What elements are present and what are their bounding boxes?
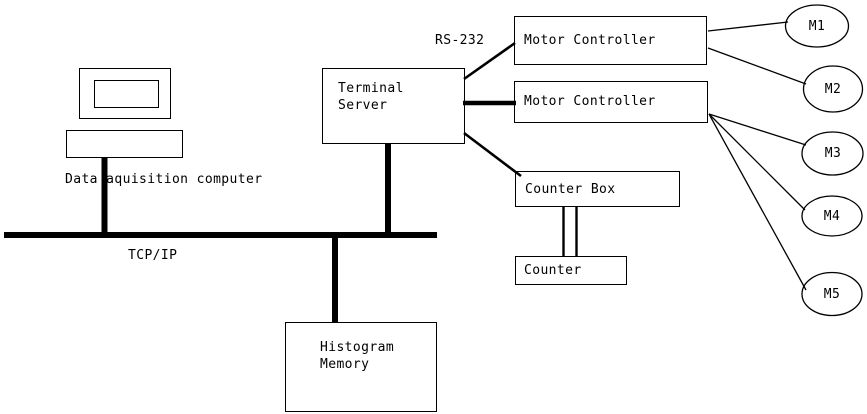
motor-controller-2-to-m3-link [708, 113, 807, 146]
monitor-case [79, 68, 171, 119]
terminal-server-to-counter-box-link [463, 131, 522, 178]
motor-controller-2-label: Motor Controller [524, 94, 656, 109]
motor-m1-label: M1 [808, 19, 826, 34]
keyboard [66, 130, 183, 158]
histogram-memory-label-line1: Histogram [320, 340, 395, 355]
terminal-server-label-line1: Terminal [338, 81, 404, 96]
motor-m5-ellipse [801, 271, 863, 317]
motor-controller-2-box [514, 81, 708, 123]
motor-m1-ellipse [784, 4, 850, 48]
histogram-memory-label-line2: Memory [320, 357, 370, 372]
motor-controller-1-to-m1-link [707, 21, 789, 32]
motor-m4-label: M4 [823, 209, 841, 224]
motor-controller-2-to-m5-link [708, 113, 807, 291]
motor-controller-1-to-m2-link [707, 47, 807, 85]
motor-m3-label: M3 [824, 146, 842, 161]
rs232-link-label: RS-232 [435, 33, 485, 48]
terminal-server-box [322, 68, 465, 144]
motor-m5-label: M5 [823, 287, 841, 302]
counter [515, 256, 627, 285]
data-acquisition-computer-caption: Data aquisition computer [65, 172, 263, 187]
histogram-memory-box [285, 322, 437, 412]
counter-label: Counter [524, 263, 582, 278]
motor-controller-1-label: Motor Controller [524, 33, 656, 48]
terminal-server-to-motor-controller-1-link [463, 41, 516, 81]
tcpip-bus-label: TCP/IP [128, 248, 178, 263]
terminal-server-label-line2: Server [338, 98, 388, 113]
motor-m3-ellipse [801, 131, 864, 176]
motor-controller-2-to-m4-link [708, 113, 806, 211]
counter-box [515, 171, 680, 207]
monitor-screen [94, 80, 159, 108]
motor-m2-label: M2 [824, 82, 842, 97]
counter-box-label: Counter Box [525, 182, 616, 197]
motor-controller-1-box [514, 16, 707, 65]
motor-m2-ellipse [802, 65, 864, 113]
motor-m4-ellipse [801, 195, 863, 237]
